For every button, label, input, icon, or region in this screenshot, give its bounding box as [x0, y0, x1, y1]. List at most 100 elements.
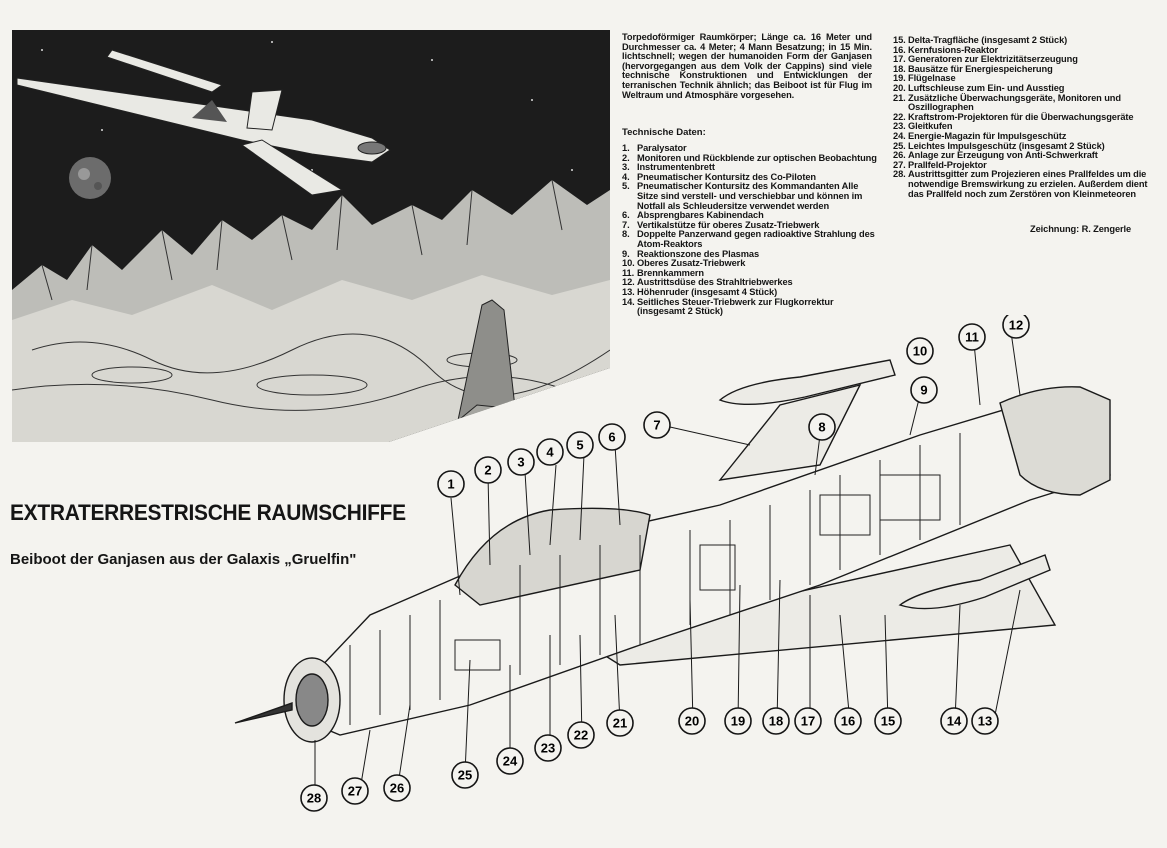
list-item: 4.Pneumatischer Kontursitz des Co-Pilote…: [622, 171, 816, 182]
callout-circle: [724, 707, 752, 735]
callout-circle: [762, 707, 790, 735]
callout-number: 11: [965, 330, 979, 345]
list-item: 11.Brennkammern: [622, 267, 705, 278]
landscape-scene: [12, 30, 610, 442]
callout-3: 3: [507, 448, 535, 476]
callout-number: 12: [1009, 318, 1023, 333]
callout-circle: [507, 448, 535, 476]
callout-circle: [1002, 315, 1030, 339]
callout-circle: [566, 431, 594, 459]
list-item: 3.Instrumentenbrett: [622, 162, 715, 173]
callout-7: 7: [643, 411, 671, 439]
list-item: 22.Kraftstrom-Projektoren für die Überwa…: [893, 111, 1134, 122]
callout-number: 25: [458, 768, 472, 783]
landscape-illustration: [12, 30, 610, 442]
list-item: 24.Energie-Magazin für Impulsgeschütz: [893, 130, 1067, 141]
callout-number: 2: [484, 463, 491, 478]
callout-27: 27: [341, 777, 369, 805]
tech-data-list-right: 15.Delta-Tragfläche (insgesamt 2 Stück) …: [893, 35, 1148, 199]
callout-circle: [496, 747, 524, 775]
callout-number: 15: [881, 714, 895, 729]
callout-circle: [910, 376, 938, 404]
callout-number: 18: [769, 714, 783, 729]
callout-number: 22: [574, 728, 588, 743]
callout-number: 1: [447, 477, 454, 492]
callout-10: 10: [906, 337, 934, 365]
callout-number: 4: [546, 445, 554, 460]
callout-circle: [474, 456, 502, 484]
ship-hull: [234, 359, 1111, 743]
list-item: 12.Austrittsdüse des Strahltriebwerkes: [622, 277, 793, 288]
callout-16: 16: [834, 707, 862, 735]
callout-circle: [971, 707, 999, 735]
list-item: 6.Absprengbares Kabinendach: [622, 210, 764, 221]
callout-circle: [940, 707, 968, 735]
page-title: EXTRATERRESTRISCHE RAUMSCHIFFE: [10, 500, 406, 525]
planet: [69, 157, 111, 199]
callout-number: 9: [920, 383, 927, 398]
callout-13: 13: [971, 707, 999, 735]
callout-number: 5: [576, 438, 583, 453]
callout-8: 8: [808, 413, 836, 441]
callout-25: 25: [451, 761, 479, 789]
callout-number: 13: [978, 714, 992, 729]
list-item: 25.Leichtes Impulsgeschütz (insgesamt 2 …: [893, 140, 1105, 151]
list-item: 5.Pneumatischer Kontursitz des Kommandan…: [622, 181, 863, 211]
list-item: 8.Doppelte Panzerwand gegen radioaktive …: [622, 229, 875, 249]
callout-21: 21: [606, 709, 634, 737]
callout-circle: [643, 411, 671, 439]
callout-2: 2: [474, 456, 502, 484]
callout-circle: [678, 707, 706, 735]
callout-number: 23: [541, 741, 555, 756]
list-item: 7.Vertikalstütze für oberes Zusatz-Trieb…: [622, 219, 820, 230]
callout-number: 3: [517, 455, 524, 470]
callout-23: 23: [534, 734, 562, 762]
callout-9: 9: [910, 376, 938, 404]
callout-circle: [834, 707, 862, 735]
callout-circle: [451, 761, 479, 789]
callout-circle: [567, 721, 595, 749]
list-item: 9.Reaktionszone des Plasmas: [622, 248, 760, 259]
flying-spaceship: [16, 49, 391, 196]
callout-number: 21: [613, 716, 627, 731]
callout-26: 26: [383, 774, 411, 802]
list-item: 26.Anlage zur Erzeugung von Anti-Schwerk…: [893, 150, 1098, 161]
callout-circle: [383, 774, 411, 802]
list-item: 15.Delta-Tragfläche (insgesamt 2 Stück): [893, 35, 1068, 45]
callout-number: 8: [818, 420, 825, 435]
callout-number: 14: [947, 714, 962, 729]
list-item: 27.Prallfeld-Projektor: [893, 159, 987, 170]
list-item: 19.Flügelnase: [893, 73, 956, 84]
callout-number: 19: [731, 714, 745, 729]
callout-circle: [536, 438, 564, 466]
list-item: 28.Austrittsgitter zum Projezieren eines…: [893, 169, 1148, 199]
callout-circle: [874, 707, 902, 735]
list-item: 20.Luftschleuse zum Ein- und Ausstieg: [893, 82, 1065, 93]
callout-number: 28: [307, 791, 321, 806]
callout-18: 18: [762, 707, 790, 735]
callout-6: 6: [598, 423, 626, 451]
callout-circle: [598, 423, 626, 451]
callout-number: 17: [801, 714, 815, 729]
intro-paragraph: Torpedoförmiger Raumkörper; Länge ca. 16…: [622, 32, 872, 100]
tech-data-heading: Technische Daten:: [622, 127, 706, 138]
list-item: 13.Höhenruder (insgesamt 4 Stück): [622, 286, 778, 297]
list-item: 17.Generatoren zur Elektrizitätserzeugun…: [893, 54, 1078, 65]
callout-14: 14: [940, 707, 968, 735]
callout-number: 26: [390, 781, 404, 796]
callout-1: 1: [437, 470, 465, 498]
callout-number: 7: [653, 418, 660, 433]
callout-5: 5: [566, 431, 594, 459]
callout-28: 28: [300, 784, 328, 812]
list-item: 2.Monitoren und Rückblende zur optischen…: [622, 152, 877, 163]
callout-circle: [808, 413, 836, 441]
internal-machinery: [349, 433, 961, 725]
list-item: 18.Bausätze für Energiespeicherung: [893, 63, 1053, 74]
callout-4: 4: [536, 438, 564, 466]
callout-11: 11: [958, 323, 986, 351]
callout-number: 16: [841, 714, 855, 729]
list-item: 14.Seitliches Steuer-Triebwerk zur Flugk…: [622, 296, 834, 317]
callout-circle: [300, 784, 328, 812]
